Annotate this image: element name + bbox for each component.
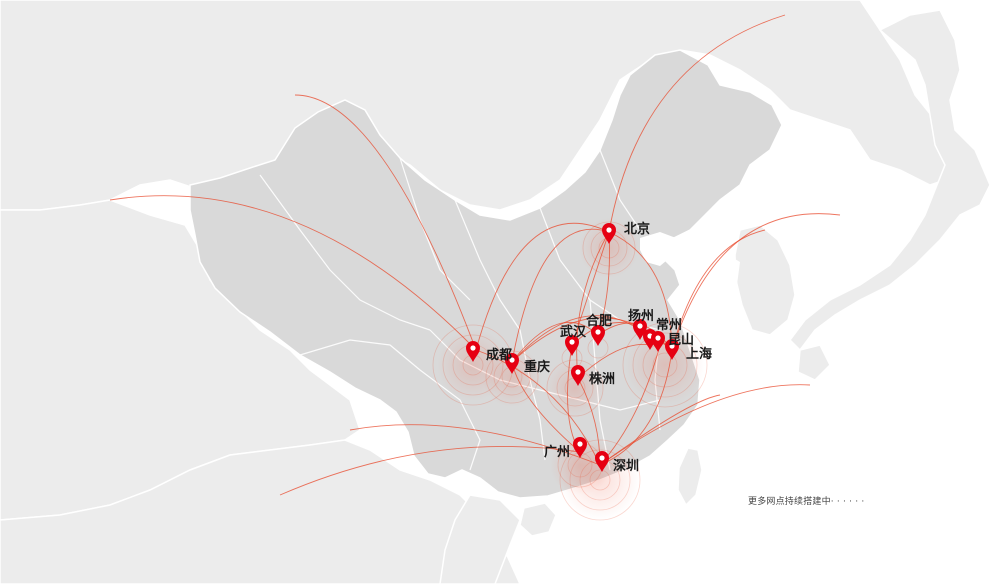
- city-label-shanghai: 上海: [686, 346, 712, 362]
- city-markers: [466, 223, 679, 472]
- city-label-kunshan: 昆山: [668, 332, 694, 348]
- city-labels: 北京成都重庆 武汉合肥扬州常州昆山上海株洲广州深圳: [486, 221, 712, 474]
- map-pin-icon: [571, 365, 585, 386]
- map-pin-icon: [665, 339, 679, 360]
- city-label-zhuzhou: 株洲: [589, 371, 615, 387]
- map-pin-icon: [466, 341, 480, 362]
- city-label-beijing: 北京: [624, 221, 650, 237]
- city-label-shenzhen: 深圳: [613, 458, 639, 474]
- map-pin-icon: [595, 451, 609, 472]
- more-locations-note: 更多网点持续搭建中· · · · · ·: [748, 497, 865, 507]
- city-label-changzhou: 常州: [656, 317, 682, 333]
- city-label-chengdu: 成都: [486, 347, 512, 363]
- map-pin-icon: [651, 331, 665, 352]
- map-pin-icon: [565, 335, 579, 356]
- map-pin-icon: [573, 437, 587, 458]
- map-pin-icon: [591, 325, 605, 346]
- city-label-chongqing: 重庆: [524, 359, 550, 375]
- map-pin-icon: [505, 353, 519, 374]
- city-label-wuhan: 武汉: [560, 324, 587, 340]
- city-label-hefei: 合肥: [586, 313, 612, 329]
- city-label-yangzhou: 扬州: [628, 308, 654, 324]
- city-label-guangzhou: 广州: [544, 444, 570, 460]
- map-pin-icon: [633, 319, 647, 340]
- city-glows: [437, 218, 705, 520]
- map-pin-icon: [602, 223, 616, 244]
